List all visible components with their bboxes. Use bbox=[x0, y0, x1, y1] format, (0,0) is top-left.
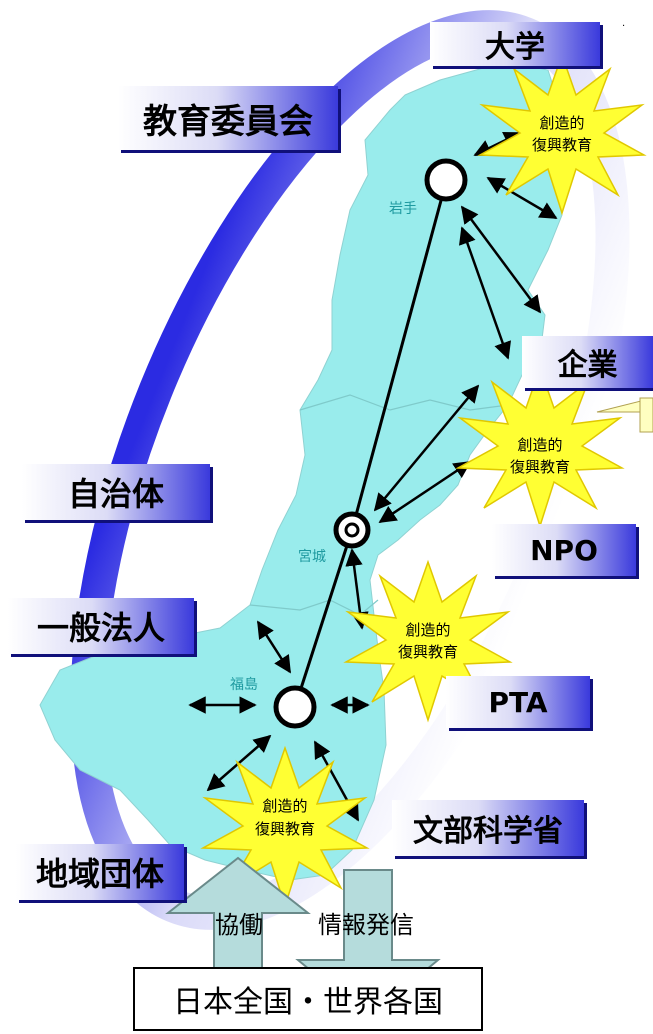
label-pta: PTA bbox=[446, 676, 590, 728]
collaboration-label: 協働 bbox=[215, 911, 263, 939]
link-iwate-miyagi bbox=[350, 181, 448, 531]
label-companies: 企業 bbox=[522, 336, 653, 388]
burst-label-miyagi: 創造的復興教育 bbox=[510, 436, 570, 476]
callout-pointer bbox=[596, 397, 653, 413]
prefecture-iwate: 岩手 bbox=[389, 201, 417, 217]
burst-iwate bbox=[477, 52, 647, 216]
burst-label-fukushima-coast: 創造的復興教育 bbox=[398, 621, 458, 661]
iwate-hub-node bbox=[424, 158, 468, 202]
link-miyagi-fukushima bbox=[293, 529, 354, 708]
label-municipality: 自治体 bbox=[22, 464, 210, 520]
label-university: 大学 bbox=[430, 22, 600, 66]
footer-text: 日本全国・世界各国 bbox=[173, 985, 443, 1020]
burst-label-iwate: 創造的復興教育 bbox=[532, 114, 592, 154]
burst-label-fukushima-south: 創造的復興教育 bbox=[255, 797, 315, 838]
footer-box: 日本全国・世界各国 bbox=[133, 967, 483, 1031]
fukushima-hub-node bbox=[273, 685, 317, 729]
label-education-board: 教育委員会 bbox=[118, 86, 338, 150]
stray-dot: . bbox=[622, 18, 626, 29]
label-mext: 文部科学省 bbox=[392, 800, 584, 856]
label-npo: NPO bbox=[492, 524, 636, 576]
label-local-groups: 地域団体 bbox=[16, 844, 184, 900]
prefecture-miyagi: 宮城 bbox=[298, 549, 326, 565]
prefecture-fukushima: 福島 bbox=[230, 677, 258, 693]
callout-box-edge bbox=[639, 397, 653, 433]
miyagi-hub-node-inner bbox=[344, 522, 360, 538]
label-general-corporation: 一般法人 bbox=[8, 598, 194, 654]
information-label: 情報発信 bbox=[318, 911, 414, 939]
